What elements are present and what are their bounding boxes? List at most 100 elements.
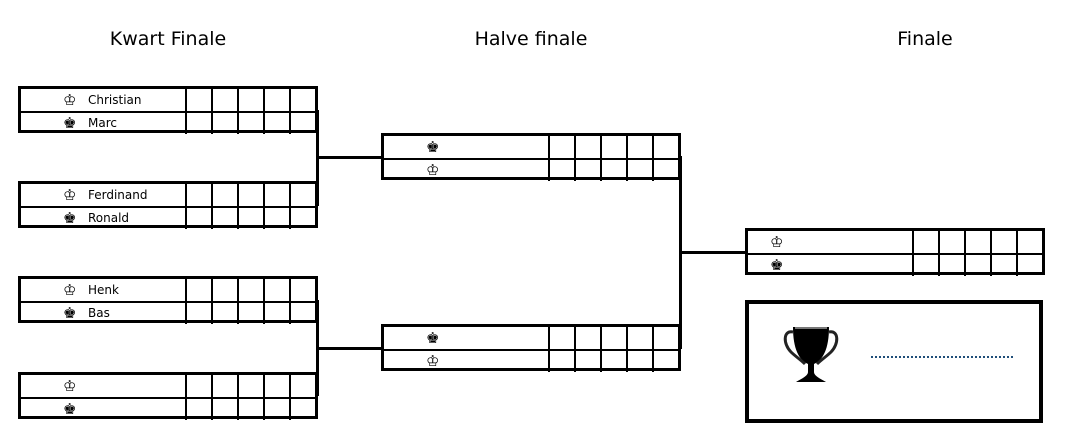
white-king-icon: ♔ [63, 186, 77, 204]
score-cell[interactable] [992, 254, 1018, 276]
score-cell[interactable] [213, 112, 239, 134]
player-row: ♔ Ferdinand [21, 184, 315, 208]
score-cell[interactable] [265, 184, 291, 206]
player-name-field[interactable]: ♚Marc [21, 112, 187, 134]
score-cell[interactable] [576, 350, 602, 372]
player-name-field[interactable]: ♚Bas [21, 302, 187, 324]
score-cell[interactable] [602, 159, 628, 181]
score-cell[interactable] [291, 279, 315, 301]
score-cell[interactable] [550, 136, 576, 158]
score-cell[interactable] [239, 279, 265, 301]
score-cell[interactable] [291, 89, 315, 111]
player-name: Ferdinand [88, 188, 148, 202]
score-cell[interactable] [291, 302, 315, 324]
player-name-field[interactable]: ♔Henk [21, 279, 187, 301]
winner-name-line[interactable]: ................................ [871, 356, 1013, 358]
score-cell[interactable] [291, 207, 315, 229]
player-name-field[interactable]: ♚ [384, 327, 550, 349]
score-cell[interactable] [239, 375, 265, 397]
score-cell[interactable] [265, 89, 291, 111]
white-king-icon: ♔ [770, 233, 784, 251]
score-cell[interactable] [628, 159, 654, 181]
score-cell[interactable] [187, 375, 213, 397]
score-cell[interactable] [602, 136, 628, 158]
score-cell[interactable] [550, 159, 576, 181]
score-cell[interactable] [550, 327, 576, 349]
score-cell[interactable] [576, 159, 602, 181]
title-final: Finale [897, 28, 953, 50]
player-name-field[interactable]: ♚ [748, 254, 914, 276]
semi-final-match: ♚♔ [381, 133, 681, 181]
quarter-final-match: ♔ Ferdinand ♚Ronald [18, 181, 318, 229]
score-cell[interactable] [654, 327, 678, 349]
score-cell[interactable] [213, 279, 239, 301]
score-cell[interactable] [187, 302, 213, 324]
score-cell[interactable] [576, 327, 602, 349]
score-cell[interactable] [654, 159, 678, 181]
score-cell[interactable] [213, 184, 239, 206]
score-cell[interactable] [1018, 254, 1042, 276]
score-cell[interactable] [239, 398, 265, 420]
score-cell[interactable] [966, 231, 992, 253]
score-cell[interactable] [992, 231, 1018, 253]
score-cell[interactable] [239, 207, 265, 229]
score-cell[interactable] [213, 302, 239, 324]
score-cell[interactable] [1018, 231, 1042, 253]
score-cell[interactable] [187, 398, 213, 420]
score-cell[interactable] [940, 254, 966, 276]
score-cell[interactable] [239, 184, 265, 206]
score-cell[interactable] [187, 112, 213, 134]
score-cell[interactable] [265, 207, 291, 229]
score-cell[interactable] [602, 350, 628, 372]
score-cell[interactable] [187, 279, 213, 301]
player-name-field[interactable]: ♚ [21, 398, 187, 420]
player-name-field[interactable]: ♔ [384, 159, 550, 181]
score-cell[interactable] [966, 254, 992, 276]
score-cell[interactable] [265, 375, 291, 397]
score-cell[interactable] [628, 327, 654, 349]
score-cell[interactable] [187, 184, 213, 206]
score-cell[interactable] [213, 375, 239, 397]
player-name-field[interactable]: ♚Ronald [21, 207, 187, 229]
score-cell[interactable] [213, 398, 239, 420]
black-king-icon: ♚ [426, 138, 440, 156]
score-cell[interactable] [265, 398, 291, 420]
score-cell[interactable] [914, 231, 940, 253]
score-cell[interactable] [291, 398, 315, 420]
player-name-field[interactable]: ♔ [384, 350, 550, 372]
score-cell[interactable] [654, 350, 678, 372]
score-cell[interactable] [291, 112, 315, 134]
title-quarter-finals: Kwart Finale [109, 28, 227, 50]
score-cell[interactable] [628, 136, 654, 158]
score-cell[interactable] [576, 136, 602, 158]
score-cell[interactable] [213, 207, 239, 229]
player-name-field[interactable]: ♔ Ferdinand [21, 184, 187, 206]
score-cell[interactable] [291, 184, 315, 206]
score-cell[interactable] [239, 302, 265, 324]
score-cell[interactable] [628, 350, 654, 372]
player-name-field[interactable]: ♔ [748, 231, 914, 253]
player-row: ♔ [21, 375, 315, 399]
player-row: ♚ [384, 136, 678, 160]
score-cell[interactable] [914, 254, 940, 276]
player-name-field[interactable]: ♔ [21, 375, 187, 397]
score-cell[interactable] [940, 231, 966, 253]
score-cell[interactable] [213, 89, 239, 111]
player-name-field[interactable]: ♚ [384, 136, 550, 158]
trophy-icon [783, 327, 839, 382]
score-cell[interactable] [654, 136, 678, 158]
score-cell[interactable] [265, 302, 291, 324]
score-cell[interactable] [550, 350, 576, 372]
score-cell[interactable] [239, 89, 265, 111]
score-cell[interactable] [265, 112, 291, 134]
quarter-final-match: ♔Henk♚Bas [18, 276, 318, 324]
score-cell[interactable] [239, 112, 265, 134]
player-name-field[interactable]: ♔Christian [21, 89, 187, 111]
connector [316, 156, 382, 159]
score-cell[interactable] [602, 327, 628, 349]
score-cell[interactable] [291, 375, 315, 397]
score-cell[interactable] [265, 279, 291, 301]
score-cell[interactable] [187, 89, 213, 111]
score-cell[interactable] [187, 207, 213, 229]
player-name: Ronald [88, 211, 130, 225]
